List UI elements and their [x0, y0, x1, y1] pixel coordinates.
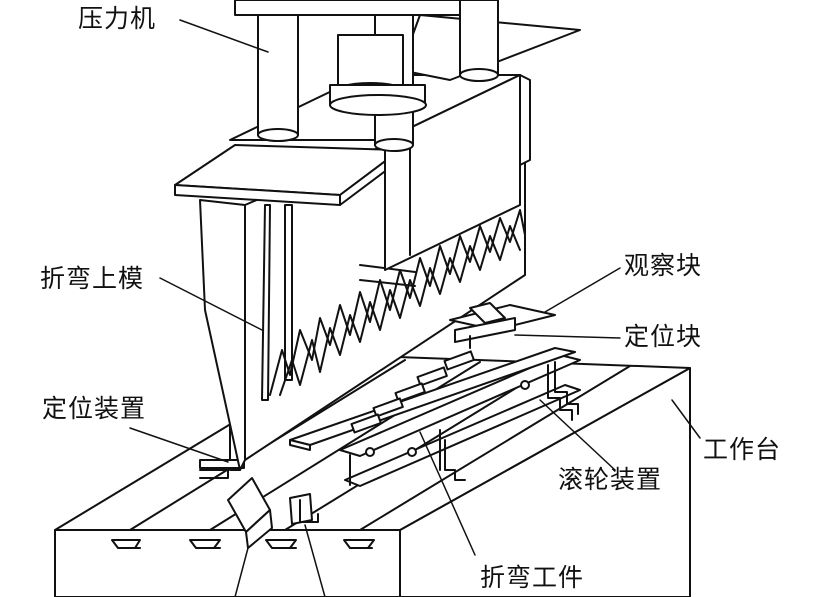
label-bent-workpiece: 折弯工件 [480, 563, 585, 592]
label-worktable: 工作台 [703, 435, 782, 464]
label-positioning-device: 定位装置 [42, 394, 147, 423]
label-positioning-block: 定位块 [624, 322, 703, 351]
label-bend-upper-die: 折弯上模 [40, 264, 145, 293]
press [234, 0, 581, 152]
leader-lines [129, 19, 701, 597]
roller-device [339, 354, 581, 487]
lower-die [199, 469, 319, 549]
positioning-block [454, 317, 516, 349]
label-roller-device: 滚轮装置 [558, 465, 663, 494]
label-press: 压力机 [78, 4, 157, 33]
bent-workpiece [289, 347, 576, 451]
label-observation-block: 观察块 [624, 251, 703, 280]
